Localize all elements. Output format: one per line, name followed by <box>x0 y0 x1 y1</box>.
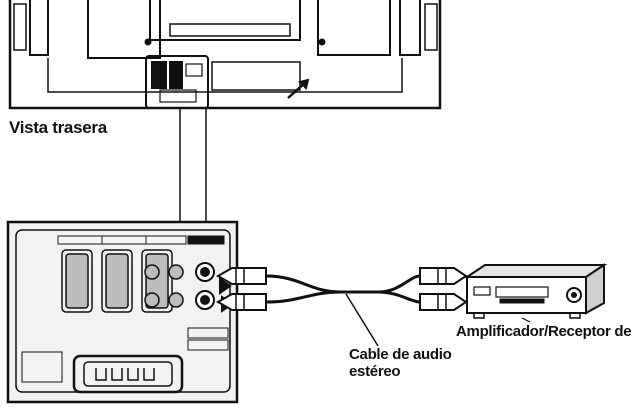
zoom-lines <box>179 108 207 222</box>
amplifier-label: Amplificador/Receptor de AV <box>456 323 634 340</box>
cable-label-line-1: Cable de audio <box>349 346 452 363</box>
av-receiver <box>463 263 608 323</box>
stereo-audio-cable <box>215 267 468 347</box>
tv-rear-view <box>8 0 442 110</box>
cable-label-line-2: estéreo <box>349 363 401 380</box>
terminal-panel <box>6 220 239 404</box>
rear-view-label: Vista trasera <box>9 118 107 137</box>
cable-label: Cable de audio estéreo <box>349 346 469 380</box>
